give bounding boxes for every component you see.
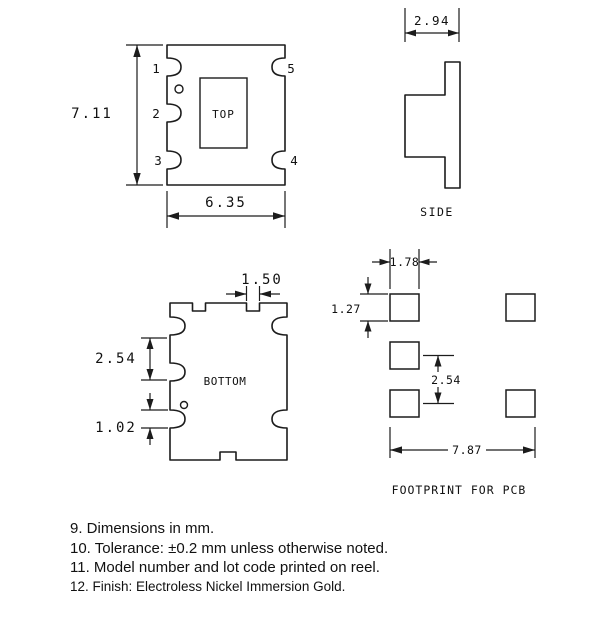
note-10: 10. Tolerance: ±0.2 mm unless otherwise … [70,540,388,557]
note-9: 9. Dimensions in mm. [70,520,214,537]
pin1-indicator [179,400,189,410]
pin-label-5: 5 [287,61,295,76]
side-view-label: SIDE [420,205,454,219]
footprint-view: 1.78 1.27 2.54 7.87 [331,249,536,497]
arrowhead-right [235,290,247,298]
dimension-text: 2.54 [95,351,137,367]
dimension-text: 7.87 [452,443,482,457]
pad-right-1 [505,293,536,322]
arrowhead-up [133,45,141,57]
note-12: 12. Finish: Electroless Nickel Immersion… [70,579,345,594]
dimension-text: 1.02 [95,420,137,436]
arrowhead-down [364,283,372,294]
dimension-notch-width-1-50: 1.50 [226,272,283,301]
pad-left-2 [389,341,420,370]
arrowhead-down [146,369,154,380]
pin-label-1: 1 [152,61,160,76]
text-mask [429,372,463,387]
arrowhead-right [273,212,285,220]
pin-label-2: 2 [152,106,160,121]
dimension-text: 1.27 [331,302,361,316]
dimension-total-width-7-87: 7.87 [389,427,536,458]
dimension-pad-height-1-27: 1.27 [331,277,388,338]
package-outline [169,302,288,461]
arrowhead-down [434,392,442,404]
dimension-text: 2.54 [431,373,461,387]
arrowhead-right [523,446,535,454]
dimension-text: 2.94 [414,13,450,28]
dimension-text: 6.35 [205,195,247,211]
bottom-view-label: BOTTOM [204,375,247,388]
dimension-pitch-2-54: 2.54 [423,354,463,405]
arrowhead-up [434,355,442,367]
text-mask [448,442,486,457]
pad-left-1 [389,293,420,322]
top-marking-area [199,77,248,149]
arrowhead-down [146,399,154,410]
arrowhead-right [448,29,459,37]
pin-label-4: 4 [290,153,298,168]
arrowhead-right [379,258,390,266]
dimension-pad-height-1-02: 1.02 [95,393,168,445]
dimension-pitch-2-54: 2.54 [95,337,167,381]
arrowhead-up [364,321,372,332]
pin1-indicator [174,84,184,94]
arrowhead-left [405,29,416,37]
footprint-label: FOOTPRINT FOR PCB [392,483,527,497]
side-profile-outline [404,61,461,189]
arrowhead-up [146,338,154,349]
dimension-height-7-11: 7.11 [71,44,163,186]
pin-label-3: 3 [154,153,162,168]
arrowhead-down [133,173,141,185]
notes: 9. Dimensions in mm. 10. Tolerance: ±0.2… [70,520,388,594]
dimension-pad-width-1-78: 1.78 [372,249,437,289]
dimension-text: 1.78 [390,255,420,269]
bottom-view: BOTTOM 1.50 2.54 1.02 [95,272,288,461]
arrowhead-up [146,428,154,439]
side-view: 2.94 SIDE [404,8,461,219]
dimension-depth-2-94: 2.94 [404,8,460,42]
arrowhead-left [419,258,430,266]
dimension-text: 1.50 [241,272,283,288]
pad-left-3 [389,389,420,418]
dimension-width-6-35: 6.35 [166,191,286,228]
note-11: 11. Model number and lot code printed on… [70,559,380,576]
arrowhead-left [390,446,402,454]
arrowhead-left [259,290,271,298]
arrowhead-left [167,212,179,220]
top-view: TOP 1 2 3 5 4 7.11 6.35 [71,44,298,228]
top-view-label: TOP [212,108,235,121]
dimension-text: 7.11 [71,106,113,122]
pad-right-3 [505,389,536,418]
